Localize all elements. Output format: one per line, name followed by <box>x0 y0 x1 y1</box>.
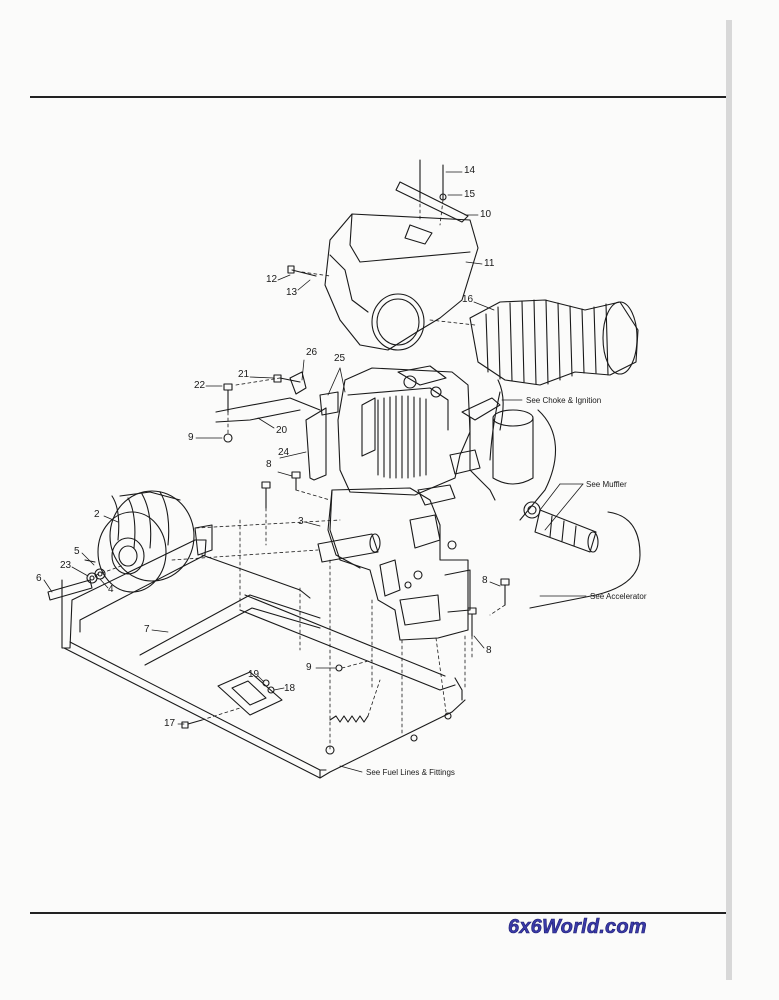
crankcase <box>327 487 471 641</box>
callout-25: 25 <box>334 353 346 364</box>
callout-3: 3 <box>298 516 304 527</box>
callout-7: 7 <box>144 624 150 635</box>
callout-21: 21 <box>238 369 250 380</box>
callout-9-top: 9 <box>188 432 194 443</box>
air-cleaner <box>449 379 556 521</box>
watermark-logo: 6x6World.com <box>508 916 647 939</box>
throttle-linkage <box>215 371 339 481</box>
note-muffler: See Muffler <box>586 480 627 489</box>
frame <box>61 524 466 779</box>
assembly-lines <box>95 197 506 753</box>
callout-23: 23 <box>60 560 72 571</box>
callout-15: 15 <box>464 189 476 200</box>
right-edge-strip <box>726 20 732 980</box>
callout-11: 11 <box>484 258 495 269</box>
callout-17: 17 <box>164 718 176 729</box>
callout-2: 2 <box>94 509 100 520</box>
blower-housing <box>324 213 479 351</box>
pulley-hardware <box>47 559 106 601</box>
callout-18: 18 <box>284 683 296 694</box>
leader-lines <box>43 171 587 773</box>
engine-block <box>337 365 501 506</box>
note-accelerator: See Accelerator <box>590 592 647 601</box>
note-fuel-lines: See Fuel Lines & Fittings <box>366 768 455 777</box>
crankshaft <box>317 533 381 563</box>
callout-8-right-upper: 8 <box>482 575 488 586</box>
callout-12: 12 <box>266 274 278 285</box>
callout-22: 22 <box>194 380 206 391</box>
callout-8-top: 8 <box>266 459 272 470</box>
callout-19: 19 <box>248 669 260 680</box>
accelerator-cable <box>529 511 641 609</box>
pulley <box>97 490 195 593</box>
callout-14: 14 <box>464 165 476 176</box>
callout-6: 6 <box>36 573 42 584</box>
spring <box>329 715 369 723</box>
callout-16: 16 <box>462 294 474 305</box>
callout-9-bottom: 9 <box>306 662 312 673</box>
callout-4: 4 <box>108 584 114 595</box>
slot-plate <box>217 671 283 716</box>
bracket-10 <box>395 159 469 223</box>
callout-5: 5 <box>74 546 80 557</box>
callout-26: 26 <box>306 347 318 358</box>
top-border-line <box>30 96 730 98</box>
bolts <box>181 265 510 755</box>
callout-8-right-lower: 8 <box>486 645 492 656</box>
callout-10: 10 <box>480 209 492 220</box>
callout-13: 13 <box>286 287 298 298</box>
muffler-pipe <box>523 501 599 553</box>
bottom-border-line <box>30 912 730 914</box>
flex-duct <box>469 299 639 386</box>
callout-20: 20 <box>276 425 288 436</box>
note-choke-ignition: See Choke & Ignition <box>526 396 602 405</box>
callout-24: 24 <box>278 447 290 458</box>
